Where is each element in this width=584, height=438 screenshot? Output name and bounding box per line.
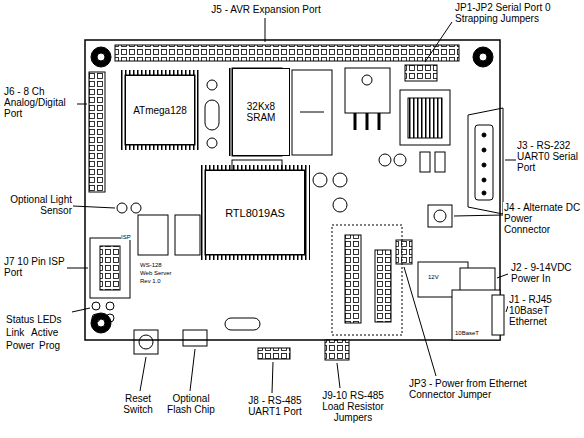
chip-label: RTL8019AS bbox=[223, 207, 287, 219]
callout-label: Status LEDs bbox=[5, 314, 73, 325]
ic-chip: 32Kx8 SRAM bbox=[232, 68, 290, 156]
silkscreen-text: Rev 1.0 bbox=[140, 278, 161, 284]
callout-label: J3 - RS-232 UART0 Serial Port bbox=[516, 140, 582, 174]
callout-label: J8 - RS-485 UART1 Port bbox=[240, 395, 310, 417]
silkscreen-text: 10BaseT bbox=[455, 330, 479, 336]
callout-label: Active bbox=[30, 327, 59, 338]
callout-label: Prog bbox=[38, 340, 61, 351]
silkscreen-text: Web Server bbox=[140, 270, 172, 276]
callout-label: Reset Switch bbox=[115, 393, 161, 415]
silkscreen-text: WS-128 bbox=[140, 262, 162, 268]
callout-label: J2 - 9-14VDC Power In bbox=[510, 262, 580, 284]
callout-label: JP1-JP2 Serial Port 0 Strapping Jumpers bbox=[454, 2, 552, 24]
callout-label: Optional Light Sensor bbox=[6, 194, 73, 216]
ic-chip: ATmega128 bbox=[125, 75, 195, 145]
callout-label: J6 - 8 Ch Analog/Digital Port bbox=[3, 86, 77, 120]
callout-label: Link bbox=[5, 327, 25, 338]
chip-label: 32Kx8 SRAM bbox=[233, 101, 289, 123]
callout-label: Power bbox=[5, 340, 35, 351]
ic-chip: RTL8019AS bbox=[205, 170, 305, 255]
callout-label: J9-10 RS-485 Load Resistor Jumpers bbox=[312, 390, 394, 424]
callout-label: JP3 - Power from Ethernet Connector Jump… bbox=[408, 378, 550, 400]
callout-label: J1 - RJ45 10BaseT Ethernet bbox=[508, 294, 582, 328]
callout-label: J5 - AVR Expansion Port bbox=[200, 4, 332, 15]
silkscreen-text: 12V bbox=[428, 274, 439, 280]
silkscreen-text: ISP bbox=[121, 234, 131, 240]
callout-label: J4 - Alternate DC Power Connector bbox=[503, 202, 582, 236]
callout-label: J7 10 Pin ISP Port bbox=[3, 256, 67, 278]
chip-label: ATmega128 bbox=[131, 105, 189, 116]
callout-label: Optional Flash Chip bbox=[165, 393, 217, 415]
